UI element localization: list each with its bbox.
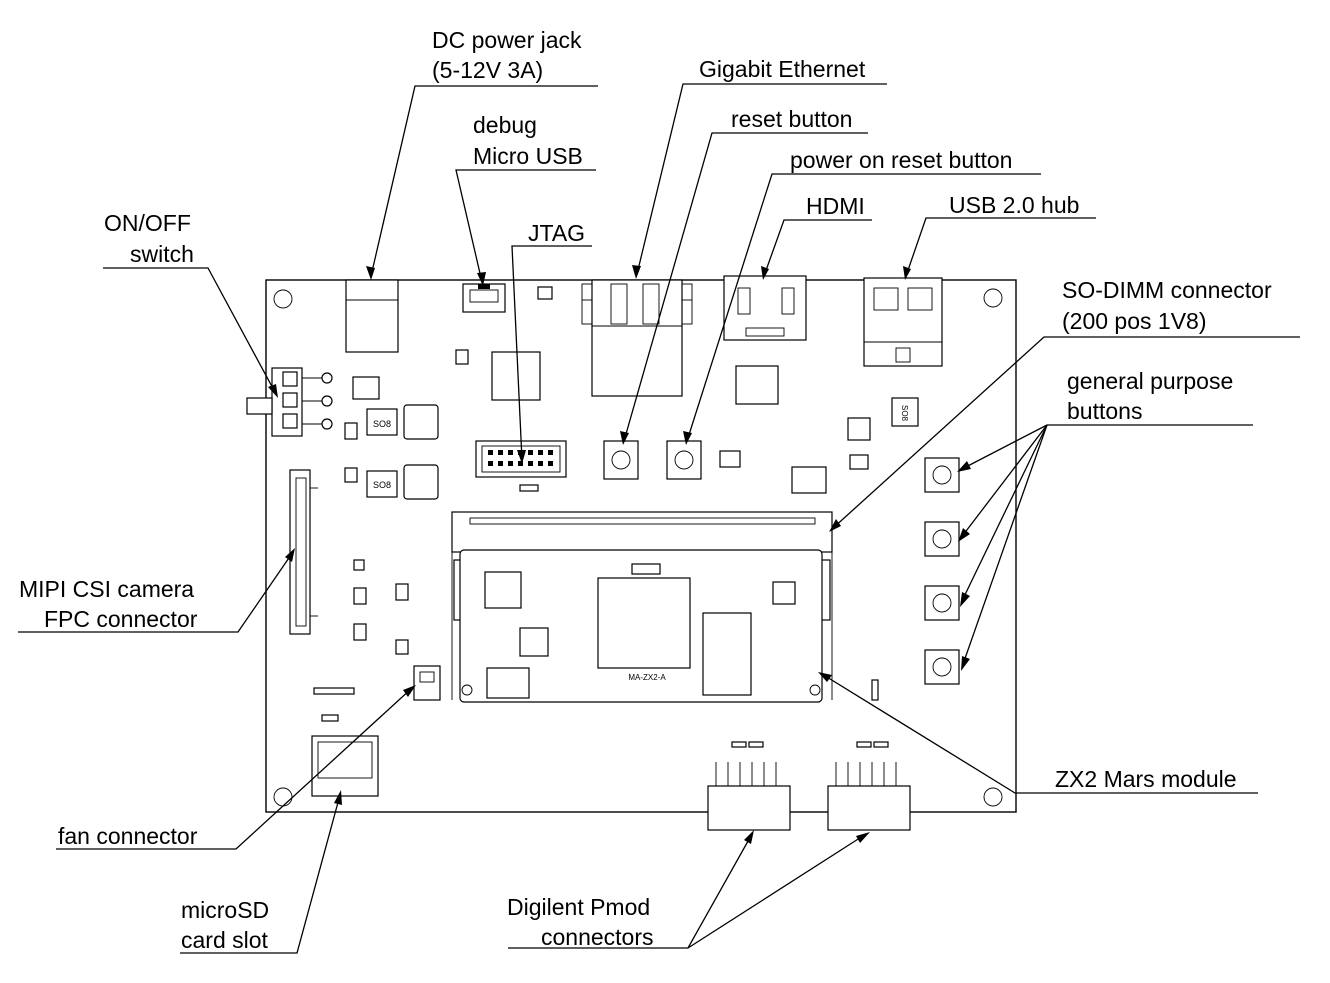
power-on-reset-button-part <box>666 440 741 480</box>
jtag-pin <box>548 461 553 466</box>
label-gigabit-ethernet: Gigabit Ethernet <box>699 56 866 82</box>
jtag-pin <box>518 461 523 466</box>
jtag-pin <box>498 450 503 455</box>
jtag-pin <box>528 450 533 455</box>
passives <box>313 559 879 701</box>
hdmi-connector <box>723 275 807 405</box>
module-marking: MA-ZX2-A <box>628 673 666 682</box>
label-so-dimm-2: (200 pos 1V8) <box>1062 308 1206 334</box>
label-debug-usb-1: debug <box>473 112 537 138</box>
usb-hub-connector: SO8 <box>791 277 943 494</box>
power-section: SO8 SO8 <box>344 376 439 500</box>
jtag-pin <box>488 461 493 466</box>
reset-button-part <box>603 440 639 480</box>
label-hdmi: HDMI <box>806 193 865 219</box>
label-so-dimm-1: SO-DIMM connector <box>1062 277 1272 303</box>
label-zx2-module: ZX2 Mars module <box>1055 766 1237 792</box>
on-off-switch <box>246 367 333 437</box>
chip-marking-2: SO8 <box>373 480 391 490</box>
label-on-off-1: ON/OFF <box>104 210 191 236</box>
label-on-off-2: switch <box>130 241 194 267</box>
label-gp-buttons-1: general purpose <box>1067 368 1233 394</box>
label-gp-buttons-2: buttons <box>1067 398 1142 424</box>
chip-marking-3: SO8 <box>900 405 909 422</box>
mipi-csi-fpc <box>289 469 318 635</box>
label-power-on-reset: power on reset button <box>790 147 1012 173</box>
microsd-slot <box>311 714 379 797</box>
label-debug-usb-2: Micro USB <box>473 143 583 169</box>
label-mipi-1: MIPI CSI camera <box>19 576 194 602</box>
jtag-pin <box>538 461 543 466</box>
label-dc-power-jack-2: (5-12V 3A) <box>432 57 543 83</box>
label-reset-button: reset button <box>731 106 852 132</box>
jtag-pin <box>548 450 553 455</box>
jtag-pin <box>538 450 543 455</box>
label-jtag: JTAG <box>528 220 585 246</box>
label-dc-power-jack-1: DC power jack <box>432 27 582 53</box>
gp-buttons <box>924 457 960 685</box>
label-fan-connector: fan connector <box>58 823 198 849</box>
micro-usb-connector <box>462 283 506 313</box>
jtag-pin <box>508 461 513 466</box>
zx2-mars-module: MA-ZX2-A <box>459 549 823 703</box>
chip-marking-1: SO8 <box>373 419 391 429</box>
label-microsd-2: card slot <box>181 927 269 953</box>
usb-bridge-chip <box>455 286 553 401</box>
jtag-pin <box>528 461 533 466</box>
label-microsd-1: microSD <box>181 897 269 923</box>
label-usb-hub: USB 2.0 hub <box>949 192 1079 218</box>
jtag-pin <box>488 450 493 455</box>
jtag-pin <box>498 461 503 466</box>
fan-connector-part <box>413 665 441 701</box>
label-mipi-2: FPC connector <box>44 606 198 632</box>
ethernet-connector <box>581 279 693 397</box>
pmod-connectors <box>707 741 911 831</box>
jtag-pin <box>508 450 513 455</box>
callout-labels: DC power jack (5-12V 3A) Gigabit Etherne… <box>19 27 1272 953</box>
label-pmod-2: connectors <box>541 924 654 950</box>
leader-lines <box>18 83 1300 954</box>
label-pmod-1: Digilent Pmod <box>507 894 650 920</box>
dc-power-jack <box>345 279 399 353</box>
